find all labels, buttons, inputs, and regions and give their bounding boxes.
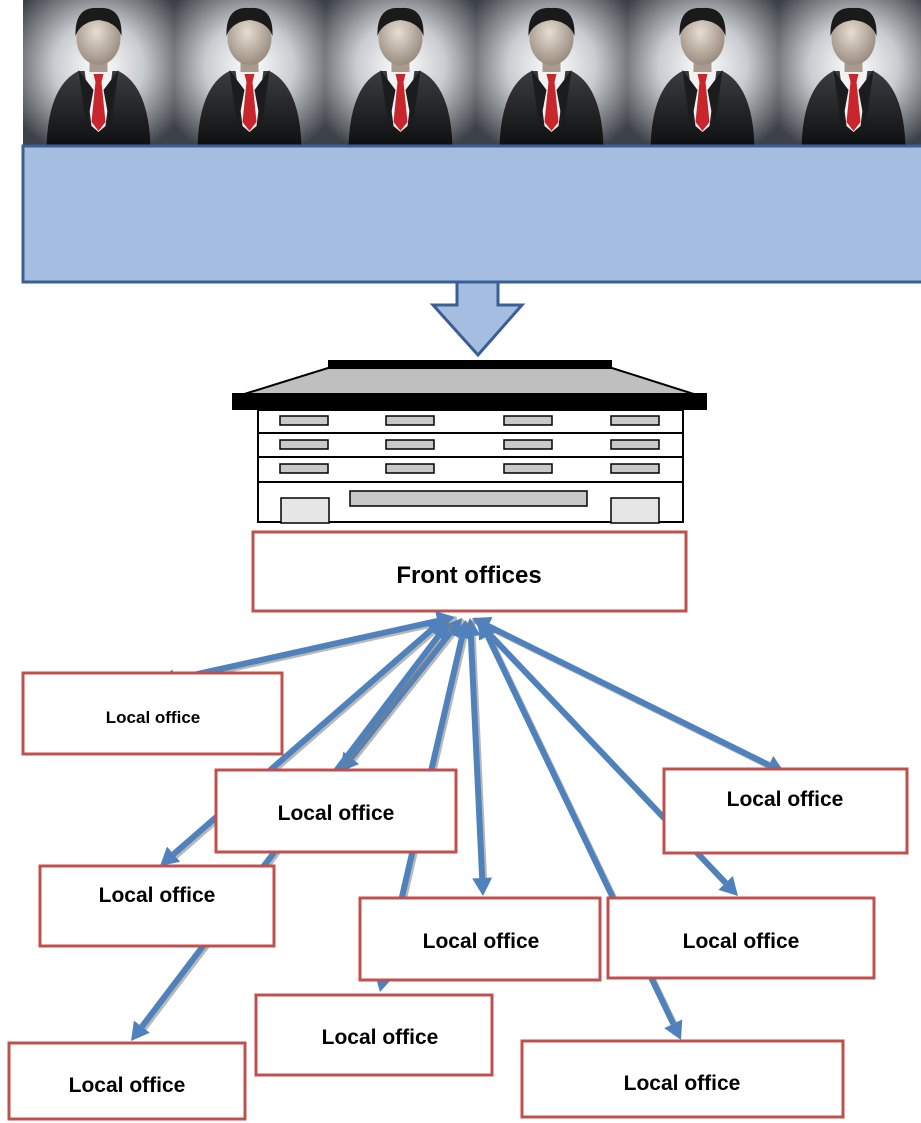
building-window	[279, 415, 329, 426]
person-icon	[174, 0, 326, 146]
connector-arrow	[475, 619, 738, 896]
local-office-node: Local office	[606, 896, 876, 980]
building-window	[503, 463, 553, 474]
person-icon	[778, 0, 921, 146]
down-arrow	[429, 280, 526, 358]
local-office-node: Local office	[662, 767, 909, 855]
person-icon	[325, 0, 477, 146]
local-office-label: Local office	[624, 1072, 741, 1095]
front-offices-label: Front offices	[396, 562, 541, 589]
header-banner	[21, 144, 921, 284]
building-window	[385, 439, 435, 450]
local-office-label: Local office	[423, 930, 540, 953]
building-window	[610, 439, 660, 450]
front-offices-node: Front offices	[251, 530, 688, 613]
local-office-node: Local office	[38, 864, 276, 948]
local-office-label: Local office	[322, 1026, 439, 1049]
building-window	[610, 463, 660, 474]
local-office-label: Local office	[106, 708, 200, 727]
local-office-label: Local office	[727, 788, 844, 811]
building-window	[610, 415, 660, 426]
local-office-node: Local office	[21, 671, 284, 756]
local-office-label: Local office	[278, 802, 395, 825]
person-icon	[476, 0, 628, 146]
local-office-node: Local office	[358, 896, 602, 982]
local-office-node: Local office	[254, 993, 494, 1077]
building-window	[503, 415, 553, 426]
local-office-node: Local office	[520, 1039, 845, 1119]
local-office-label: Local office	[99, 884, 216, 907]
local-office-node: Local office	[214, 768, 458, 854]
person-icon	[627, 0, 779, 146]
local-office-node: Local office	[7, 1041, 247, 1121]
person-icon	[23, 0, 175, 146]
building-window	[279, 439, 329, 450]
building-window	[503, 439, 553, 450]
building-window	[279, 463, 329, 474]
building-window	[385, 415, 435, 426]
connector-arrow	[460, 618, 493, 896]
building-icon	[232, 360, 707, 524]
building-window	[385, 463, 435, 474]
local-office-label: Local office	[683, 930, 800, 953]
people-row	[23, 0, 921, 146]
local-office-label: Local office	[69, 1074, 186, 1097]
